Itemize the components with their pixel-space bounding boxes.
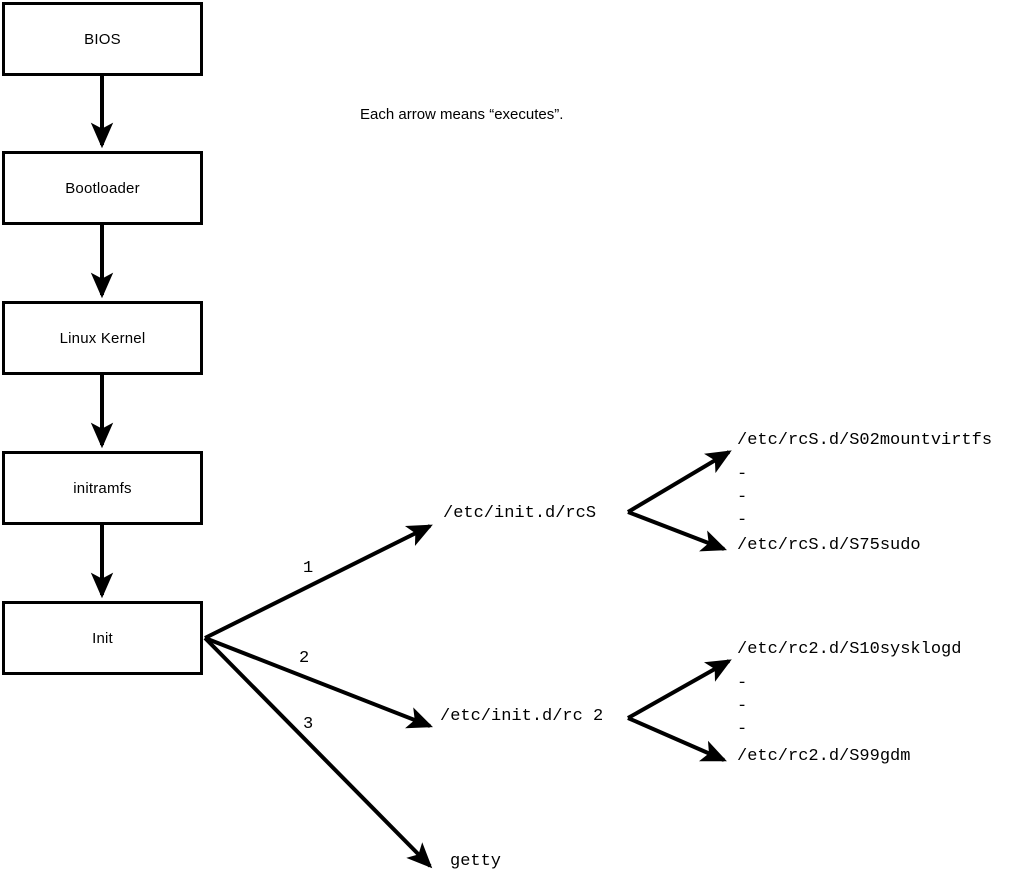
edge-number-1: 1: [303, 559, 314, 578]
rc2-ellipsis-dash-1: -: [737, 674, 748, 693]
node-label-bios: BIOS: [84, 30, 121, 48]
edge-number-3: 3: [303, 715, 314, 734]
node-label-bootloader: Bootloader: [65, 179, 140, 197]
label-etc-init-d-rc-2: /etc/init.d/rc 2: [440, 707, 604, 726]
label-rc2-last-script: /etc/rc2.d/S99gdm: [737, 747, 911, 766]
label-rc2-first-script: /etc/rc2.d/S10sysklogd: [737, 640, 962, 659]
diagram-caption: Each arrow means “executes”.: [360, 106, 564, 123]
arrow-rcs-to-first-script: [626, 450, 732, 514]
node-label-initramfs: initramfs: [73, 479, 132, 497]
rc2-ellipsis-dash-3: -: [737, 720, 748, 739]
label-etc-init-d-rcs: /etc/init.d/rcS: [443, 504, 597, 523]
rcs-ellipsis-dash-3: -: [737, 511, 748, 530]
node-box-bootloader[interactable]: Bootloader: [2, 151, 203, 225]
rcs-ellipsis-dash-1: -: [737, 465, 748, 484]
node-box-initramfs[interactable]: initramfs: [2, 451, 203, 525]
node-label-linux-kernel: Linux Kernel: [59, 329, 146, 347]
arrow-init-to-rcs: [204, 524, 433, 640]
arrow-rc2-to-last-script: [627, 716, 727, 762]
node-box-bios[interactable]: BIOS: [2, 2, 203, 76]
arrow-init-to-getty: [203, 636, 433, 869]
edge-number-2: 2: [299, 649, 310, 668]
arrow-rc2-to-first-script: [627, 659, 732, 720]
label-rcs-first-script: /etc/rcS.d/S02mountvirtfs: [737, 431, 993, 450]
label-getty: getty: [450, 852, 502, 871]
rcs-ellipsis-dash-2: -: [737, 488, 748, 507]
arrow-init-to-rc2: [204, 636, 433, 729]
node-label-init: Init: [92, 629, 113, 647]
label-rcs-last-script: /etc/rcS.d/S75sudo: [737, 536, 921, 555]
node-box-init[interactable]: Init: [2, 601, 203, 675]
rc2-ellipsis-dash-2: -: [737, 697, 748, 716]
arrow-rcs-to-last-script: [627, 510, 727, 552]
node-box-linux-kernel[interactable]: Linux Kernel: [2, 301, 203, 375]
